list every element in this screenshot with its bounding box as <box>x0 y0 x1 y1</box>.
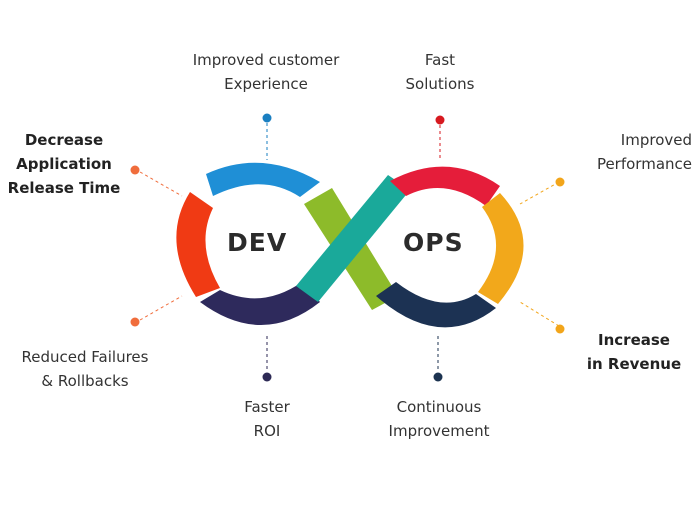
benefit-line: ROI <box>253 422 281 440</box>
connector-line <box>519 301 560 327</box>
dev-ring-left-segment <box>176 192 220 297</box>
benefit-line: Performance <box>596 155 692 173</box>
benefit-fast-solutions: Fast Solutions <box>380 48 500 96</box>
benefit-improved-performance: Improved Performance <box>560 128 692 176</box>
benefit-continuous-improvement: Continuous Improvement <box>372 395 506 443</box>
connector-line <box>519 181 560 205</box>
benefit-line: Improved customer <box>192 51 340 69</box>
connector-line <box>139 295 183 321</box>
benefit-line: Fast <box>424 51 456 69</box>
benefit-faster-roi: Faster ROI <box>217 395 317 443</box>
benefit-reduced-failures: Reduced Failures & Rollbacks <box>4 345 166 393</box>
benefit-dot <box>130 165 140 175</box>
benefit-line: Reduced Failures <box>21 348 149 366</box>
benefit-line: Application <box>16 155 112 173</box>
benefit-increase-revenue: Increase in Revenue <box>573 328 695 376</box>
dev-ring-top-segment <box>206 162 320 197</box>
dev-label: DEV <box>227 228 288 257</box>
benefit-dot <box>435 115 445 125</box>
benefit-line: Increase <box>598 331 670 349</box>
crossover-teal-band <box>296 175 410 302</box>
benefit-line: Solutions <box>405 75 475 93</box>
benefit-improved-customer-experience: Improved customer Experience <box>166 48 366 96</box>
ops-ring-right-segment <box>478 193 524 304</box>
benefit-dot <box>262 372 272 382</box>
benefit-dot <box>262 113 272 123</box>
benefit-line: Continuous <box>396 398 482 416</box>
connector-line <box>139 171 183 197</box>
benefit-dot <box>555 324 565 334</box>
benefit-line: Decrease <box>24 131 104 149</box>
benefit-line: Faster <box>244 398 290 416</box>
ops-ring-bottom-segment <box>376 282 496 328</box>
benefit-line: in Revenue <box>586 355 682 373</box>
benefit-line: Release Time <box>7 179 121 197</box>
dev-ring-bottom-segment <box>200 282 320 325</box>
benefit-dot <box>130 317 140 327</box>
benefit-line: Improvement <box>388 422 490 440</box>
benefit-line: & Rollbacks <box>41 372 129 390</box>
ops-label: OPS <box>403 228 464 257</box>
benefit-line: Experience <box>224 75 308 93</box>
benefit-dot <box>555 177 565 187</box>
benefit-decrease-release-time: Decrease Application Release Time <box>0 128 128 200</box>
benefit-line: Improved <box>620 131 692 149</box>
benefit-dot <box>433 372 443 382</box>
ops-ring-top-segment <box>390 166 500 206</box>
